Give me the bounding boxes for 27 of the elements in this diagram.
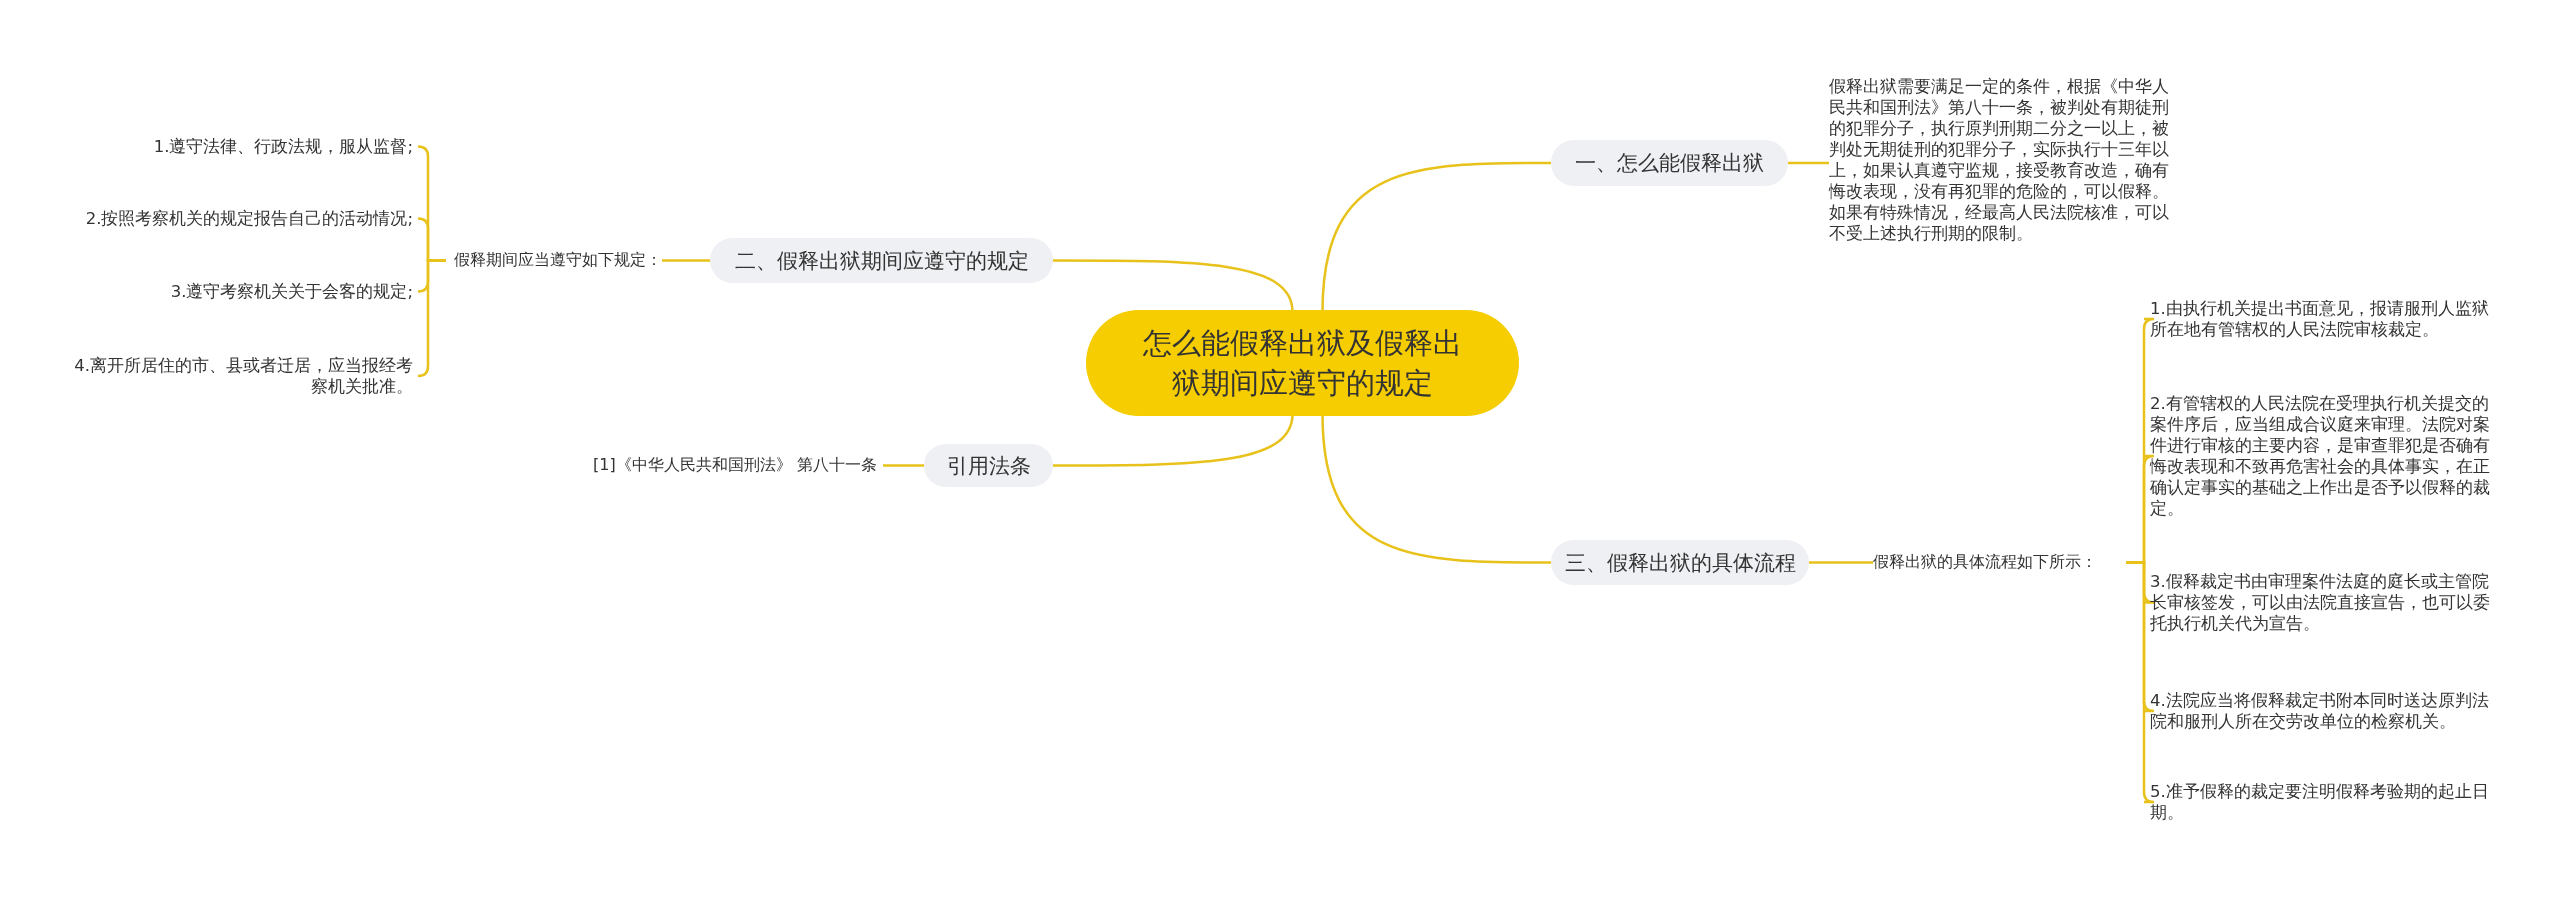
connector-line <box>883 464 924 467</box>
connector-line <box>1053 413 1294 467</box>
note-text: 4.离开所居住的市、县或者迁居，应当报经考察机关批准。 <box>73 355 413 397</box>
connector-line <box>1788 161 1829 165</box>
branch-pill: 引用法条 <box>924 444 1053 487</box>
note-text: 1.遵守法律、行政法规，服从监督; <box>73 136 413 157</box>
note-text: 1.由执行机关提出书面意见，报请服刑人监狱所在地有管辖权的人民法院审核裁定。 <box>2150 298 2495 340</box>
connector-line <box>416 259 446 378</box>
connector-line <box>1053 259 1294 313</box>
connector-line <box>1321 161 1551 313</box>
note-text: 5.准予假释的裁定要注明假释考验期的起止日期。 <box>2150 781 2495 823</box>
note-text: 2.按照考察机关的规定报告自己的活动情况; <box>73 208 413 229</box>
note-text: 假释期间应当遵守如下规定： <box>454 250 662 271</box>
note-text: 3.假释裁定书由审理案件法庭的庭长或主管院长审核签发，可以由法院直接宣告，也可以委托执行机关代为宣告。 <box>2150 571 2495 634</box>
note-text: 3.遵守考察机关关于会客的规定; <box>73 281 413 302</box>
branch-pill: 二、假释出狱期间应遵守的规定 <box>710 238 1053 283</box>
note-text: [1]《中华人民共和国刑法》 第八十一条 <box>593 455 883 476</box>
connector-line <box>1809 561 1873 564</box>
topic-pill: 怎么能假释出狱及假释出狱期间应遵守的规定 <box>1086 310 1519 416</box>
note-text: 2.有管辖权的人民法院在受理执行机关提交的案件序后，应当组成合议庭来审理。法院对案件进行审核的主要内容，是审查罪犯是否确有悔改表现和不致再危害社会的具体事实，在正确认定事实的基础之上作出是否予以假释的裁定。 <box>2150 393 2495 519</box>
branch-pill: 三、假释出狱的具体流程 <box>1551 540 1809 585</box>
connector-line <box>1321 413 1551 564</box>
note-text: 假释出狱的具体流程如下所示： <box>1873 552 2118 573</box>
note-text: 假释出狱需要满足一定的条件，根据《中华人民共和国刑法》第八十一条，被判处有期徒刑的犯罪分子，执行原判刑期二分之一以上，被判处无期徒刑的犯罪分子，实际执行十三年以上，如果认真遵守监规，接受教育改造，确有悔改表现，没有再犯罪的危险的，可以假释。如果有特殊情况，经最高人民法院核准，可以不受上述执行刑期的限制。 <box>1829 76 2169 244</box>
connector-line <box>662 259 710 262</box>
note-text: 4.法院应当将假释裁定书附本同时送达原判法院和服刑人所在交劳改单位的检察机关。 <box>2150 690 2495 732</box>
branch-pill: 一、怎么能假释出狱 <box>1551 140 1788 186</box>
